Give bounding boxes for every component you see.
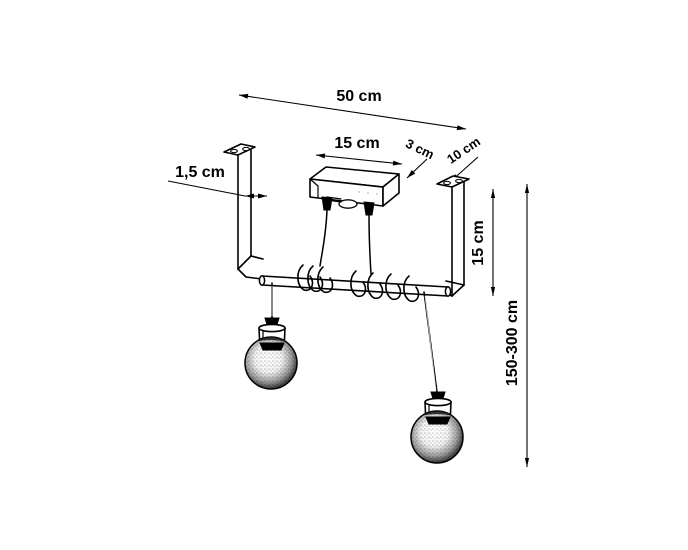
canopy-depth-dimension-line [406,158,428,179]
rail-coil-1 [297,264,314,292]
dimension-rail-thickness: 1,5 cm [167,164,267,199]
rail-coil-2 [307,265,324,293]
overall-width-label: 50 cm [336,88,381,105]
rail-thickness-label: 1,5 cm [175,164,225,181]
dimension-drop-height: 15 cm [470,189,496,296]
canopy-outlet-left [321,196,333,211]
left-bulb-neck [259,342,285,351]
left-bracket-arm-bottom-bevel [237,255,252,270]
rail-coil-3 [317,266,334,294]
right-bulb-neck [425,416,451,425]
rail-tube-left-cap [258,275,266,286]
right-bracket-arm-bottom-bevel [451,284,465,297]
canopy-cable-left-segment [319,209,328,267]
canopy-to-rail-cables [319,209,372,275]
canopy-left-chamfer [309,178,319,198]
left-bracket-screw-hole-a [230,148,238,154]
drop-height-label: 15 cm [470,220,487,265]
rail-thickness-leader-line [167,180,246,197]
right-bracket-screw-hole-a [443,180,451,186]
left-bracket-screw-hole-b [242,146,250,152]
left-bracket-elbow [237,268,263,280]
rail-coil-4 [350,270,367,298]
canopy-width-label: 15 cm [334,135,379,152]
right-pendant [410,291,464,464]
right-bracket-elbow-top [445,280,465,286]
canopy-outlet-right [363,201,375,216]
rail-coil-7 [403,275,420,303]
canopy-box [309,166,400,216]
left-pendant [244,282,298,390]
dimension-adjustable-height: 150-300 cm [504,184,530,467]
rail-coil-5 [367,272,384,300]
right-pendant-cable-highlight [424,295,437,391]
right-pendant-socket-top [424,397,452,407]
right-bracket-screw-hole-b [455,178,463,184]
dimension-overall-width: 50 cm [238,88,467,131]
adjustable-height-label: 150-300 cm [504,300,521,386]
canopy-cable-gland [338,199,358,209]
dimension-canopy-width: 15 cm [315,135,403,166]
left-ceiling-bracket [223,143,264,280]
overall-width-dimension-line [238,93,467,131]
canopy-cable-right-segment [368,214,372,275]
canopy-width-dimension-line [315,153,403,166]
left-bracket-elbow-top [250,255,264,260]
rail-cable-coils [297,264,420,303]
rail-tube-right-cap [444,286,452,297]
left-pendant-socket-top [258,323,286,333]
rail-coil-6 [385,273,402,301]
canopy-right-face [382,173,400,207]
